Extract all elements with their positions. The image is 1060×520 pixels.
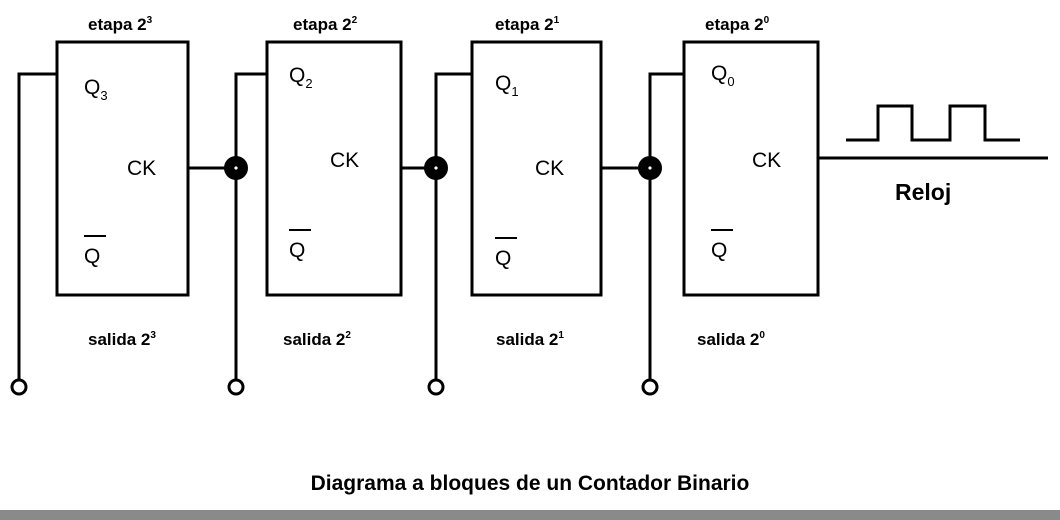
q1-output-wire bbox=[434, 72, 472, 380]
ck-input-label-2: CK bbox=[330, 149, 359, 172]
qbar-output-label-0: Q bbox=[711, 239, 727, 262]
q2-output-terminal bbox=[227, 378, 245, 396]
junction-center-0 bbox=[648, 166, 652, 170]
q1-output-terminal bbox=[427, 378, 445, 396]
q0-output-wire bbox=[648, 72, 684, 380]
stage-label-2: etapa 22 bbox=[293, 15, 358, 34]
qbar-output-label-1: Q bbox=[495, 247, 511, 270]
clock-pulse-waveform bbox=[846, 104, 1020, 142]
ck-input-label-1: CK bbox=[535, 157, 564, 180]
output-label-0: salida 20 bbox=[697, 330, 765, 349]
clock-label: Reloj bbox=[895, 179, 951, 205]
output-label-3: salida 23 bbox=[88, 330, 156, 349]
q-output-label-3: Q3 bbox=[84, 76, 108, 103]
output-label-1: salida 21 bbox=[496, 330, 564, 349]
flip-flop-block-stage-3 bbox=[55, 40, 190, 297]
stage-label-3: etapa 23 bbox=[88, 15, 153, 34]
stage-label-1: etapa 21 bbox=[495, 15, 560, 34]
q2-output-wire bbox=[234, 72, 267, 380]
junction-center-2 bbox=[234, 166, 238, 170]
q-output-label-0: Q0 bbox=[711, 62, 735, 89]
qbar-output-label-2: Q bbox=[289, 239, 305, 262]
ck-input-label-3: CK bbox=[127, 157, 156, 180]
bottom-bar bbox=[0, 510, 1060, 520]
ck-input-label-0: CK bbox=[752, 149, 781, 172]
output-label-2: salida 22 bbox=[283, 330, 351, 349]
q3-output-terminal bbox=[10, 378, 28, 396]
junction-center-1 bbox=[434, 166, 438, 170]
flip-flop-block-stage-0 bbox=[682, 40, 820, 297]
diagram-caption: Diagrama a bloques de un Contador Binari… bbox=[311, 472, 750, 495]
stage-label-0: etapa 20 bbox=[705, 15, 770, 34]
q0-output-terminal bbox=[641, 378, 659, 396]
qbar-output-label-3: Q bbox=[84, 245, 100, 268]
q-output-label-1: Q1 bbox=[495, 72, 519, 99]
q3-output-wire bbox=[17, 72, 57, 380]
q-output-label-2: Q2 bbox=[289, 64, 313, 91]
